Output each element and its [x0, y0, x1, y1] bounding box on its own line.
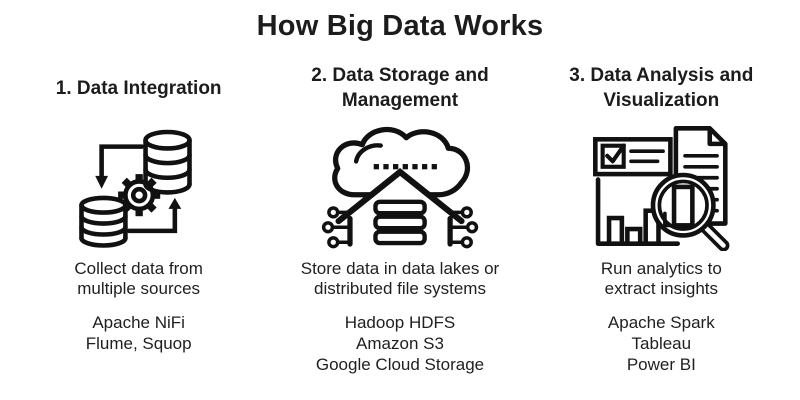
column-description: Store data in data lakes or distributed …	[300, 259, 500, 299]
tool-item: Apache Spark	[607, 312, 715, 332]
tool-item: Apache NiFi	[92, 312, 185, 332]
data-analysis-icon	[593, 126, 730, 251]
page-title: How Big Data Works	[256, 10, 544, 42]
column-heading: 1. Data Integration	[55, 77, 222, 99]
column-heading: 2. Data Storage and Management	[311, 65, 489, 111]
tool-item: Power BI	[626, 355, 696, 375]
column-heading: 3. Data Analysis and Visualization	[569, 65, 754, 111]
column-data-storage: 2. Data Storage and Management	[269, 63, 530, 376]
columns-row: 1. Data Integration	[0, 63, 800, 376]
tool-item: Hadoop HDFS	[344, 312, 456, 332]
icon-box	[321, 117, 479, 255]
tool-item: Amazon S3	[356, 334, 444, 354]
column-data-analysis: 3. Data Analysis and Visualization	[531, 63, 792, 376]
tool-item: Flume, Squop	[85, 334, 192, 354]
icon-box	[65, 117, 211, 255]
tool-item: Tableau	[631, 334, 692, 354]
data-integration-icon	[79, 129, 193, 248]
tools-list: Apache NiFi Flume, Squop	[86, 312, 192, 355]
data-storage-icon	[321, 126, 479, 249]
column-data-integration: 1. Data Integration	[8, 63, 269, 376]
icon-box	[588, 117, 734, 255]
tools-list: Hadoop HDFS Amazon S3 Google Cloud Stora…	[316, 312, 484, 376]
tool-item: Google Cloud Storage	[315, 355, 485, 375]
column-description: Run analytics to extract insights	[600, 259, 722, 299]
tools-list: Apache Spark Tableau Power BI	[608, 312, 715, 376]
column-description: Collect data from multiple sources	[74, 259, 203, 299]
